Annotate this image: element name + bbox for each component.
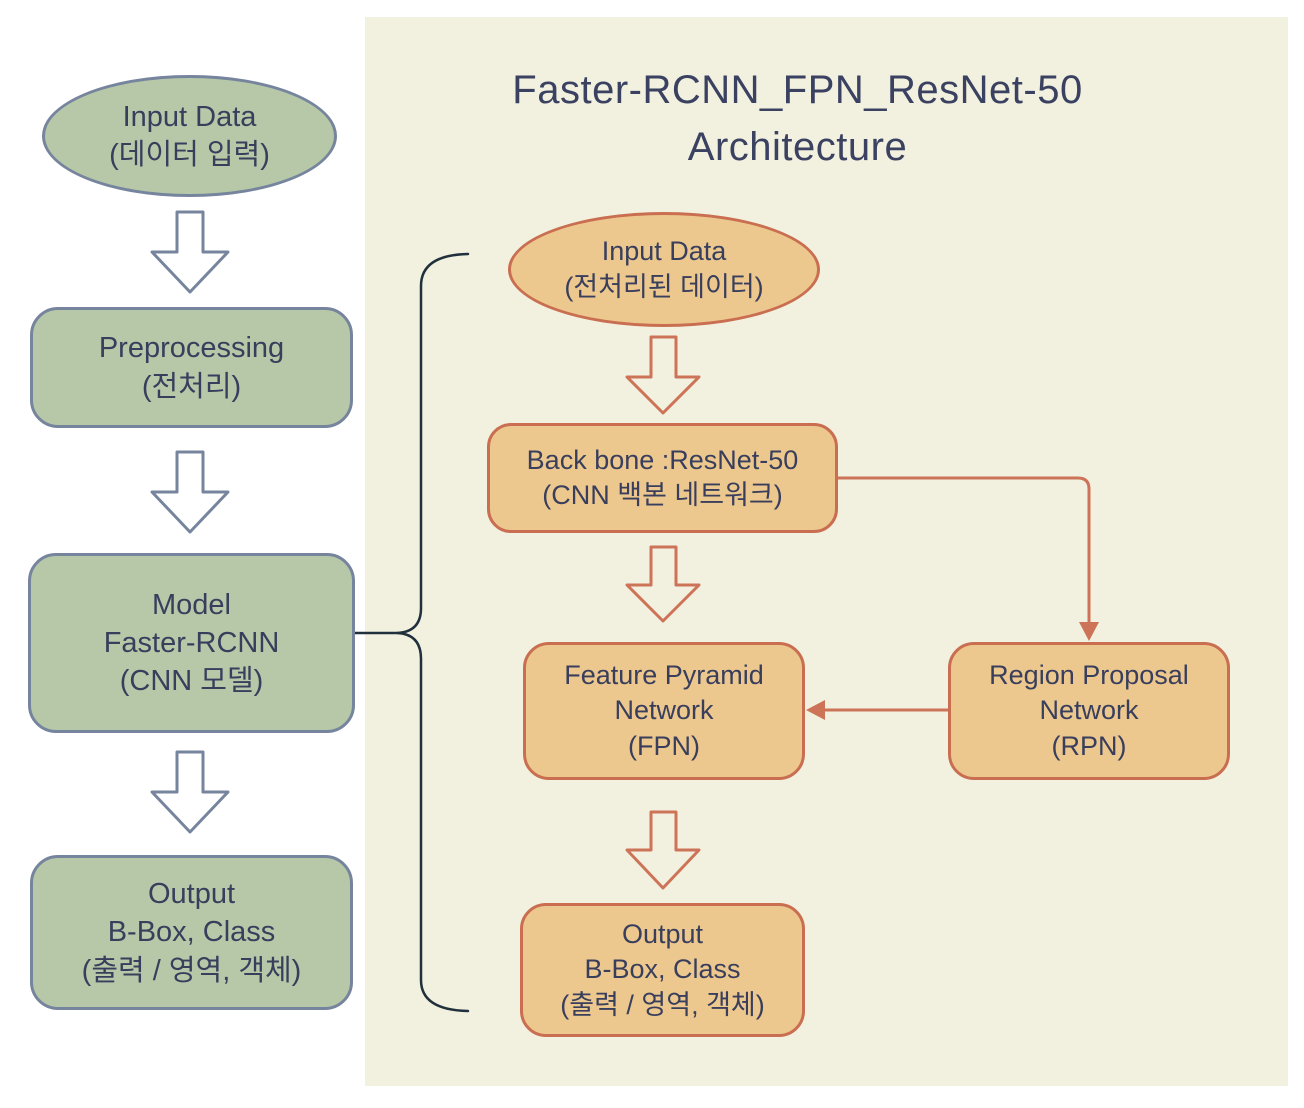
node-label: (출력 / 영역, 객체) xyxy=(560,989,765,1020)
down-arrow-icon xyxy=(150,450,230,534)
node-label: Preprocessing xyxy=(98,332,285,365)
node-label: Feature Pyramid xyxy=(564,660,764,691)
node-label: Region Proposal xyxy=(989,660,1189,691)
node-label: (FPN) xyxy=(628,730,700,761)
node-feature-pyramid-network: Feature Pyramid Network (FPN) xyxy=(523,642,805,780)
page-title-line2: Architecture xyxy=(687,124,908,169)
node-label: Input Data xyxy=(122,100,257,133)
node-label: (데이터 입력) xyxy=(109,139,270,171)
node-left-input-data: Input Data (데이터 입력) xyxy=(42,75,337,197)
node-arch-input-data: Input Data (전처리된 데이터) xyxy=(508,212,820,327)
node-model-faster-rcnn: Model Faster-RCNN (CNN 모델) xyxy=(28,553,355,733)
node-region-proposal-network: Region Proposal Network (RPN) xyxy=(948,642,1230,780)
down-arrow-icon xyxy=(150,210,230,294)
node-label: (RPN) xyxy=(1051,730,1127,761)
node-label: Input Data xyxy=(601,236,727,267)
node-label: (전처리) xyxy=(141,370,242,403)
page-title-line1: Faster-RCNN_FPN_ResNet-50 xyxy=(512,68,1083,112)
down-arrow-icon xyxy=(150,750,230,834)
node-label: (출력 / 영역, 객체) xyxy=(81,954,302,987)
node-label: Output xyxy=(621,919,704,950)
node-label: Model xyxy=(152,588,231,621)
node-label: Output xyxy=(147,878,236,911)
architecture-panel xyxy=(365,17,1288,1086)
node-label: Network xyxy=(1039,695,1139,726)
node-label: Network xyxy=(614,695,714,726)
node-arch-output: Output B-Box, Class (출력 / 영역, 객체) xyxy=(520,903,805,1037)
page-title: Faster-RCNN_FPN_ResNet-50 Architecture xyxy=(425,62,1170,176)
node-label: B-Box, Class xyxy=(584,954,741,985)
node-backbone-resnet50: Back bone :ResNet-50 (CNN 백본 네트워크) xyxy=(487,423,838,533)
node-left-output: Output B-Box, Class (출력 / 영역, 객체) xyxy=(30,855,353,1010)
node-label: B-Box, Class xyxy=(107,916,276,949)
node-preprocessing: Preprocessing (전처리) xyxy=(30,307,353,428)
node-label: (CNN 모델) xyxy=(119,665,264,698)
node-label: Back bone :ResNet-50 xyxy=(526,444,799,475)
node-label: (전처리된 데이터) xyxy=(564,271,764,302)
node-label: Faster-RCNN xyxy=(103,626,280,659)
node-label: (CNN 백본 네트워크) xyxy=(542,480,783,510)
